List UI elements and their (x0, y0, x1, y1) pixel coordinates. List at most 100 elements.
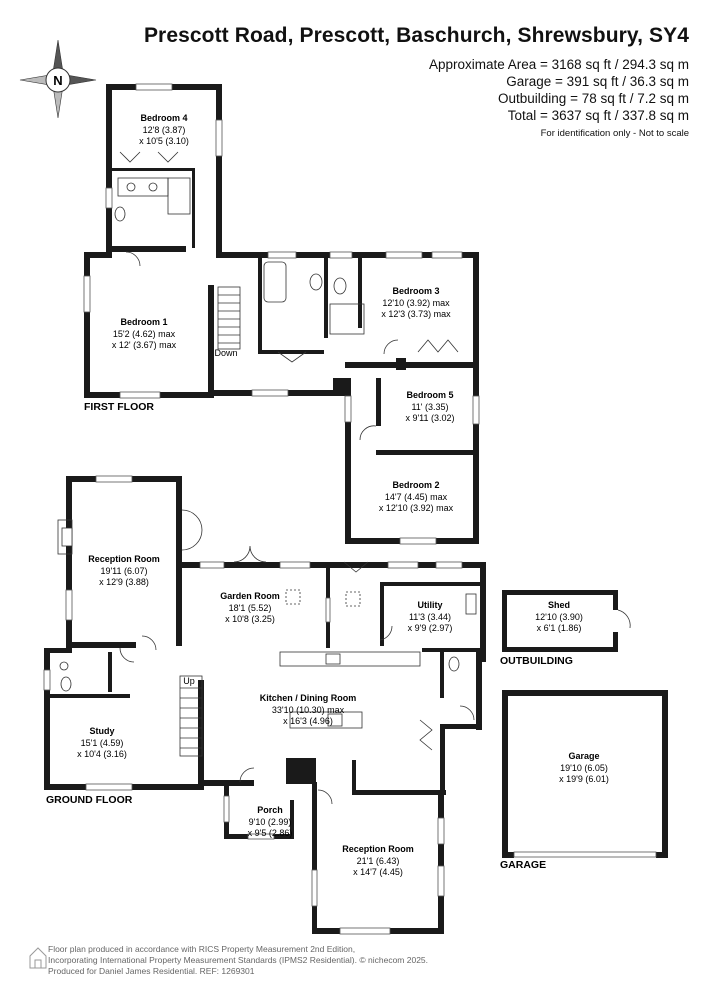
wc-icon (114, 206, 126, 222)
room-name-kitchen: Kitchen / Dining Room (260, 693, 357, 703)
area-garage: Garage = 391 sq ft / 36.3 sq m (506, 74, 689, 89)
property-address-title: Prescott Road, Prescott, Baschurch, Shre… (143, 24, 689, 47)
room-name-bedroom5: Bedroom 5 (406, 390, 453, 400)
ground-floor-fixtures (57, 509, 477, 805)
room-dims-bedroom2: x 12'10 (3.92) max (379, 503, 454, 513)
door-swing (379, 625, 393, 641)
room-dims-bedroom3: 12'10 (3.92) max (382, 298, 450, 308)
skylight (345, 591, 361, 607)
garage-door (513, 851, 657, 858)
room-dims-bedroom2: 14'7 (4.45) max (385, 492, 448, 502)
room-name-bedroom4: Bedroom 4 (140, 113, 187, 123)
room-dims-garden-room: 18'1 (5.52) (229, 603, 272, 613)
floor-labels: FIRST FLOOR GROUND FLOOR OUTBUILDING GAR… (46, 401, 573, 871)
room-dims-garage: x 19'9 (6.01) (559, 774, 609, 784)
area-approximate: Approximate Area = 3168 sq ft / 294.3 sq… (428, 57, 689, 72)
door-swing (119, 647, 135, 663)
door-swing (459, 705, 475, 721)
basin-icon (59, 661, 69, 671)
room-dims-bedroom5: x 9'11 (3.02) (405, 413, 454, 423)
door-swing (359, 425, 377, 441)
room-dims-porch: x 9'5 (2.86) (248, 828, 293, 838)
shower-tray (167, 177, 191, 215)
room-dims-study: x 10'4 (3.16) (77, 749, 127, 759)
wardrobe-doors (277, 351, 307, 363)
utility-sink (465, 593, 477, 615)
room-dims-reception-right: x 14'7 (4.45) (353, 867, 403, 877)
room-name-utility: Utility (417, 600, 442, 610)
room-dims-reception-right: 21'1 (6.43) (357, 856, 400, 866)
room-dims-porch: 9'10 (2.99) (249, 817, 292, 827)
room-dims-bedroom1: 15'2 (4.62) max (113, 329, 176, 339)
room-dims-bedroom1: x 12' (3.67) max (112, 340, 177, 350)
wc-icon (333, 277, 347, 295)
ground-floor-walls (44, 476, 486, 934)
room-dims-kitchen: x 16'3 (4.96) (283, 716, 333, 726)
room-name-shed: Shed (548, 600, 570, 610)
wardrobe-doors (417, 339, 459, 353)
skylight (285, 589, 301, 605)
shed-door-swing (617, 609, 631, 629)
kitchen-worktop (279, 651, 421, 667)
staircase-first (217, 286, 241, 350)
plan-header: Prescott Road, Prescott, Baschurch, Shre… (144, 24, 689, 139)
room-name-reception-left: Reception Room (88, 554, 160, 564)
ground-floor-label: GROUND FLOOR (46, 794, 133, 806)
room-dims-study: 15'1 (4.59) (81, 738, 124, 748)
wc-icon (448, 656, 460, 672)
room-name-bedroom3: Bedroom 3 (392, 286, 439, 296)
shed-outline (502, 590, 618, 652)
vanity-unit (117, 177, 169, 197)
bath-icon (263, 261, 287, 303)
room-dims-garage: 19'10 (6.05) (560, 763, 608, 773)
footer-line: Incorporating International Property Mea… (48, 955, 429, 966)
wc-icon (309, 273, 323, 291)
kitchen-island (289, 711, 363, 729)
plan-footer: Floor plan produced in accordance with R… (48, 944, 428, 978)
door-swing (141, 635, 157, 651)
footer-line: Produced for Daniel James Residential. R… (48, 966, 255, 977)
compass-icon: N (19, 39, 97, 119)
wardrobe-doors (119, 151, 179, 163)
stairs-up-label: Up (183, 676, 195, 686)
room-dims-bedroom3: x 12'3 (3.73) max (381, 309, 451, 319)
room-dims-garden-room: x 10'8 (3.25) (225, 614, 275, 624)
room-dims-utility: x 9'9 (2.97) (408, 623, 453, 633)
cupboard-doors (419, 719, 433, 751)
door-swing (239, 767, 255, 783)
area-outbuilding: Outbuilding = 78 sq ft / 7.2 sq m (498, 91, 689, 106)
room-dims-reception-left: x 12'9 (3.88) (99, 577, 149, 587)
footer-line: Floor plan produced in accordance with R… (48, 944, 356, 954)
garage-label: GARAGE (500, 859, 546, 871)
room-name-reception-right: Reception Room (342, 844, 414, 854)
area-summary: Approximate Area = 3168 sq ft / 294.3 sq… (144, 56, 689, 124)
first-floor-label: FIRST FLOOR (84, 401, 154, 413)
footer-house-icon (29, 947, 47, 969)
room-dims-utility: 11'3 (3.44) (409, 612, 451, 622)
room-dims-shed: x 6'1 (1.86) (537, 623, 582, 633)
first-floor-fixtures (114, 151, 459, 441)
door-swing (383, 339, 399, 355)
wc-icon (60, 676, 72, 692)
door-swing (343, 561, 369, 573)
room-name-porch: Porch (257, 805, 283, 815)
basin-icon (148, 182, 158, 192)
room-dims-shed: 12'10 (3.90) (535, 612, 583, 622)
identification-note: For identification only - Not to scale (540, 128, 689, 139)
room-dims-bedroom5: 11' (3.35) (411, 402, 448, 412)
footer-copyright: © nichecom 2025. (359, 955, 429, 966)
shower-tray (329, 303, 365, 335)
room-labels: Bedroom 4 12'8 (3.87) x 10'5 (3.10) Bedr… (77, 113, 609, 877)
staircase-ground (179, 675, 203, 757)
door-swing (317, 789, 333, 805)
first-floor-windows (83, 83, 480, 545)
outbuilding-label: OUTBUILDING (500, 655, 573, 667)
compass-north-letter: N (53, 73, 62, 88)
garage-outline (502, 690, 668, 858)
stairs-down-label: Down (214, 348, 237, 358)
room-name-bedroom2: Bedroom 2 (392, 480, 439, 490)
room-name-garden-room: Garden Room (220, 591, 280, 601)
french-doors (181, 509, 203, 551)
room-dims-bedroom4: x 10'5 (3.10) (139, 136, 189, 146)
room-dims-reception-left: 19'11 (6.07) (100, 566, 147, 576)
